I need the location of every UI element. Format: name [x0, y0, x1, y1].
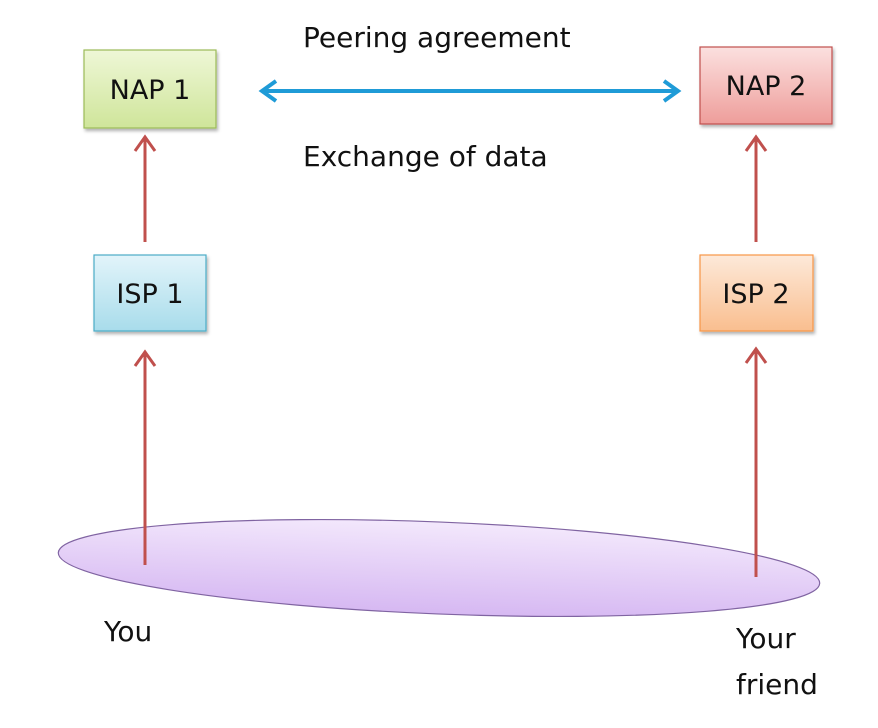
arrow-head — [744, 346, 768, 364]
nap2-node: NAP 2 — [699, 46, 833, 125]
nap2-label: NAP 2 — [726, 71, 807, 102]
arrow-you-to-isp1 — [133, 349, 157, 565]
peering-arrow — [258, 79, 682, 103]
isp2-node: ISP 2 — [699, 254, 814, 332]
nap1-node: NAP 1 — [83, 49, 217, 129]
your-friend-label-line2: friend — [736, 668, 818, 701]
arrow-friend-to-isp2 — [744, 346, 768, 577]
arrow-isp1-to-nap1 — [133, 134, 157, 242]
arrow-head — [133, 349, 157, 367]
arrow-head-right — [662, 79, 682, 103]
arrow-head — [744, 134, 768, 152]
peering-agreement-label: Peering agreement — [303, 21, 571, 54]
arrow-head — [133, 134, 157, 152]
nap1-label: NAP 1 — [110, 75, 191, 106]
isp1-label: ISP 1 — [116, 279, 183, 310]
arrow-head-left — [258, 79, 278, 103]
nap2-box — [699, 46, 833, 125]
isp1-node: ISP 1 — [93, 254, 207, 332]
isp2-box — [699, 254, 814, 332]
user-network-ellipse — [57, 518, 821, 618]
nap1-box — [83, 49, 217, 129]
arrow-isp2-to-nap2 — [744, 134, 768, 242]
isp2-label: ISP 2 — [722, 279, 789, 310]
your-friend-label-line1: Your — [735, 622, 796, 655]
isp1-box — [93, 254, 207, 332]
you-label: You — [103, 615, 152, 648]
exchange-of-data-label: Exchange of data — [303, 140, 548, 173]
